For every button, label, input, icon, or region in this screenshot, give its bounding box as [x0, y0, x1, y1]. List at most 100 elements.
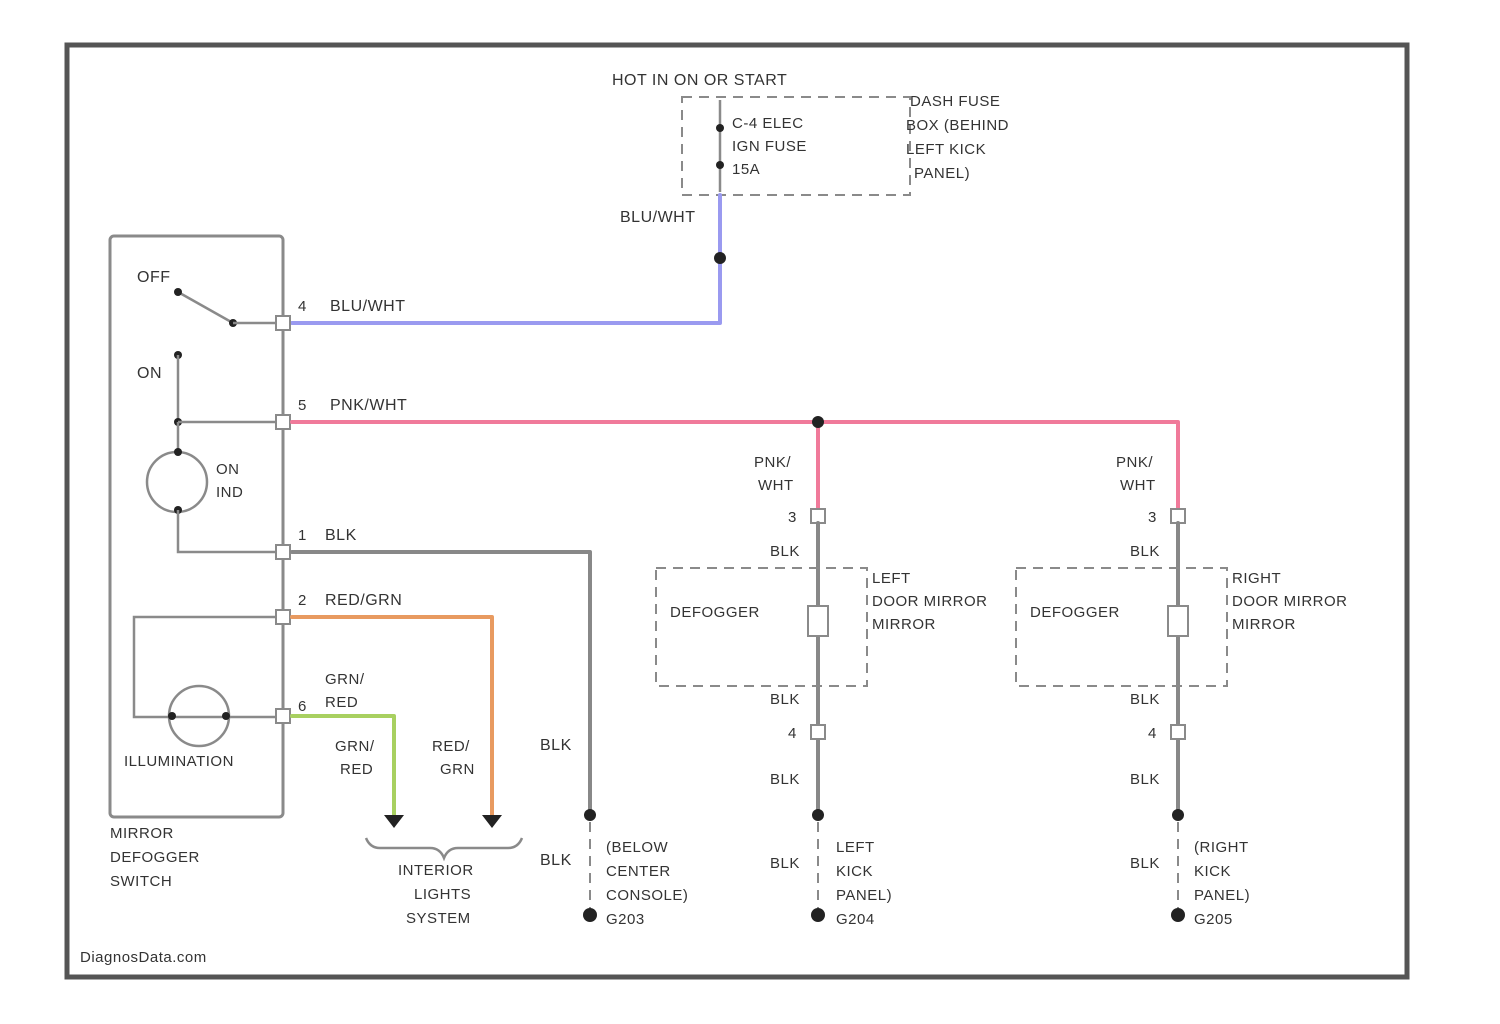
- interior-3: SYSTEM: [406, 910, 471, 927]
- right-pin-4: 4: [1148, 725, 1157, 742]
- right-blk-1: BLK: [1130, 543, 1160, 560]
- illumination-label: ILLUMINATION: [124, 753, 234, 770]
- indicator-label-1: ON: [216, 461, 240, 478]
- switch-name-2: DEFOGGER: [110, 849, 200, 866]
- red-grn-connector: [482, 815, 502, 828]
- right-defogger-label: DEFOGGER: [1030, 604, 1120, 621]
- blk-label-ground-center: BLK: [540, 852, 572, 869]
- indicator-lamp: [147, 452, 207, 512]
- fuse-loc-1: DASH FUSE: [910, 93, 1000, 110]
- switch-blade: [178, 292, 233, 323]
- fuse-line-2: IGN FUSE: [732, 138, 807, 155]
- switch-pin-4: [276, 316, 290, 330]
- left-blk-3: BLK: [770, 771, 800, 788]
- ground-center-2: CENTER: [606, 863, 671, 880]
- grn-red-label-1: GRN/: [325, 671, 365, 688]
- switch-pin-5: [276, 415, 290, 429]
- red-grn-label: RED/GRN: [325, 592, 402, 609]
- fuse-wire-label: BLU/WHT: [620, 209, 696, 226]
- fuse-loc-3: LEFT KICK: [906, 141, 986, 158]
- pin-number-6: 6: [298, 698, 307, 715]
- blk-splice-center: [584, 809, 596, 821]
- ground-right-1: (RIGHT: [1194, 839, 1249, 856]
- interior-2: LIGHTS: [414, 886, 471, 903]
- left-mirror-name-3: MIRROR: [872, 616, 936, 633]
- ground-left-3: PANEL): [836, 887, 892, 904]
- switch-pivot: [174, 288, 182, 296]
- ground-center-1: (BELOW: [606, 839, 669, 856]
- right-defogger-element: [1168, 606, 1188, 636]
- fuse-line-1: C-4 ELEC: [732, 115, 804, 132]
- right-pnk-wht-2: WHT: [1120, 477, 1156, 494]
- ground-left-1: LEFT: [836, 839, 875, 856]
- left-mirror-name-1: LEFT: [872, 570, 911, 587]
- left-mirror-name-2: DOOR MIRROR: [872, 593, 988, 610]
- switch-on-label: ON: [137, 365, 162, 382]
- interior-lights-bracket: [366, 838, 522, 858]
- left-pnk-wht-2: WHT: [758, 477, 794, 494]
- left-blk-2: BLK: [770, 691, 800, 708]
- pnk-wht-splice: [812, 416, 824, 428]
- red-grn-stack-1: RED/: [432, 738, 470, 755]
- ground-left-4: G204: [836, 911, 875, 928]
- fuse-line-3: 15A: [732, 161, 760, 178]
- ground-left-2: KICK: [836, 863, 873, 880]
- left-mirror-outline: [656, 568, 867, 686]
- fuse-loc-4: PANEL): [914, 165, 970, 182]
- left-pin-3: 3: [788, 509, 797, 526]
- ground-g203: [583, 908, 597, 922]
- left-defogger-element: [808, 606, 828, 636]
- grn-red-stack-1: GRN/: [335, 738, 375, 755]
- pin-number-1: 1: [298, 527, 307, 544]
- right-mirror-pin-3: [1171, 509, 1185, 523]
- right-blk-3: BLK: [1130, 771, 1160, 788]
- illumination-terminal-right: [222, 712, 230, 720]
- grn-red-label-2: RED: [325, 694, 358, 711]
- blk-label-switch: BLK: [325, 527, 357, 544]
- pin-number-5: 5: [298, 397, 307, 414]
- ground-right-3: PANEL): [1194, 887, 1250, 904]
- ground-right-2: KICK: [1194, 863, 1231, 880]
- illumination-loop: [134, 617, 283, 717]
- grn-red-connector: [384, 815, 404, 828]
- right-mirror-name-2: DOOR MIRROR: [1232, 593, 1348, 610]
- right-mirror-name-3: MIRROR: [1232, 616, 1296, 633]
- diagram-frame: [67, 45, 1407, 977]
- pnk-wht-wire: [292, 422, 1178, 512]
- right-pin-3: 3: [1148, 509, 1157, 526]
- left-mirror-pin-3: [811, 509, 825, 523]
- ground-g205: [1171, 908, 1185, 922]
- fuse-terminal-bottom: [716, 161, 724, 169]
- switch-pin-1: [276, 545, 290, 559]
- right-mirror-outline: [1016, 568, 1227, 686]
- switch-name-1: MIRROR: [110, 825, 174, 842]
- switch-name-3: SWITCH: [110, 873, 172, 890]
- fuse-loc-2: BOX (BEHIND: [906, 117, 1009, 134]
- blu-wht-label: BLU/WHT: [330, 298, 406, 315]
- pin-number-2: 2: [298, 592, 307, 609]
- right-blk-ground: BLK: [1130, 855, 1160, 872]
- switch-off-label: OFF: [137, 269, 171, 286]
- right-mirror-pin-4: [1171, 725, 1185, 739]
- left-blk-1: BLK: [770, 543, 800, 560]
- indicator-terminal-top: [174, 448, 182, 456]
- ground-center-3: CONSOLE): [606, 887, 688, 904]
- left-mirror-pin-4: [811, 725, 825, 739]
- blk-label-vertical: BLK: [540, 737, 572, 754]
- right-mirror-name-1: RIGHT: [1232, 570, 1281, 587]
- interior-1: INTERIOR: [398, 862, 474, 879]
- blk-splice-left: [812, 809, 824, 821]
- indicator-label-2: IND: [216, 484, 243, 501]
- switch-pin-6: [276, 709, 290, 723]
- right-blk-2: BLK: [1130, 691, 1160, 708]
- left-pnk-wht-1: PNK/: [754, 454, 791, 471]
- watermark: DiagnosData.com: [80, 949, 207, 966]
- switch-pin-2: [276, 610, 290, 624]
- switch-internal-1: [178, 510, 283, 552]
- ground-g204: [811, 908, 825, 922]
- blu-wht-splice: [714, 252, 726, 264]
- grn-red-stack-2: RED: [340, 761, 373, 778]
- blk-splice-right: [1172, 809, 1184, 821]
- right-pnk-wht-1: PNK/: [1116, 454, 1153, 471]
